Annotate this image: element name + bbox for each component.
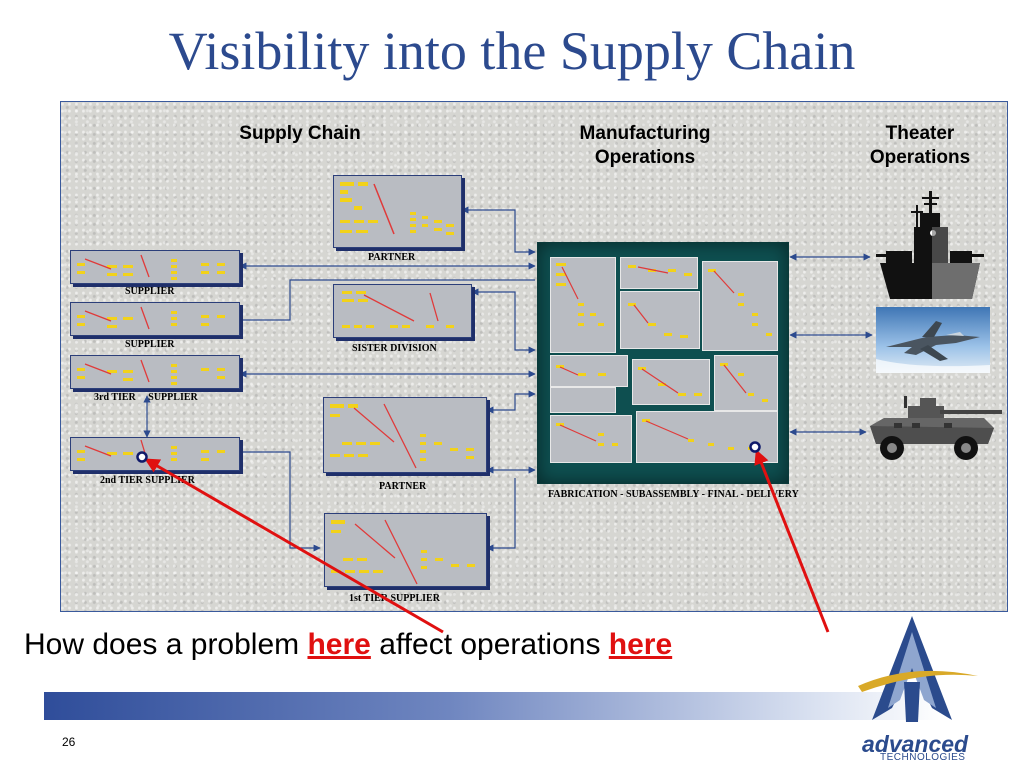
org-chart-thumbnail [77,359,225,385]
mfg-cell [550,355,628,387]
question-part-1: How does a problem [24,628,308,661]
partner-top-label: PARTNER [368,252,416,263]
partner-top-card[interactable] [333,175,462,248]
problem-marker-operations [749,441,761,453]
mfg-cell [632,359,710,405]
warship-icon [876,191,984,299]
partner-mid-card[interactable] [323,397,487,473]
question-text: How does a problem here affect operation… [24,628,672,662]
company-logo-icon [858,616,978,722]
sister-division-label: SISTER DIVISION [352,343,437,354]
logo-wordmark: advanced [862,731,969,757]
manufacturing-org-charts [556,263,772,450]
column-header-supply-chain: Supply Chain [239,123,361,144]
supplier-2-label: SUPPLIER [125,339,175,350]
mfg-cell [550,387,616,413]
third-tier-supplier-label: 3rd TIER SUPPLIER [94,392,198,403]
org-chart-thumbnail [77,306,225,330]
org-chart-thumbnail [77,439,225,461]
manufacturing-operations-block[interactable] [537,242,789,484]
footer-gradient-bar [44,692,944,720]
slide-title: Visibility into the Supply Chain [168,21,856,81]
org-chart-thumbnail [331,519,475,585]
page-number: 26 [62,735,76,749]
third-tier-supplier-card[interactable] [70,355,240,389]
partner-mid-label: PARTNER [379,481,427,492]
mfg-cell [620,291,700,349]
sister-division-card[interactable] [333,284,472,338]
supplier-2-card[interactable] [70,302,240,336]
org-chart-thumbnail [77,254,225,280]
first-tier-supplier-label: 1st TIER SUPPLIER [349,593,440,604]
problem-marker-supplier [136,451,148,463]
column-header-theater: Theater Operations [869,123,971,168]
org-chart-thumbnail [340,182,454,235]
manufacturing-flow-label: FABRICATION - SUBASSEMBLY - FINAL - DELI… [548,489,799,500]
mfg-cell [636,411,778,463]
armored-vehicle-icon [870,396,1002,460]
supplier-1-label: SUPPLIER [125,286,175,297]
org-chart-thumbnail [330,403,474,469]
logo-subtitle: TECHNOLOGIES [880,752,966,763]
column-header-manufacturing: Manufacturing Operations [579,123,711,168]
supplier-1-card[interactable] [70,250,240,284]
question-part-2: affect operations [370,628,609,661]
here-link-supplier[interactable]: here [307,628,371,661]
here-link-operations[interactable]: here [608,628,673,661]
org-chart-thumbnail [342,291,454,328]
fighter-jet-icon [876,307,990,373]
first-tier-supplier-card[interactable] [324,513,487,587]
second-tier-supplier-label: 2nd TIER SUPPLIER [100,475,195,486]
